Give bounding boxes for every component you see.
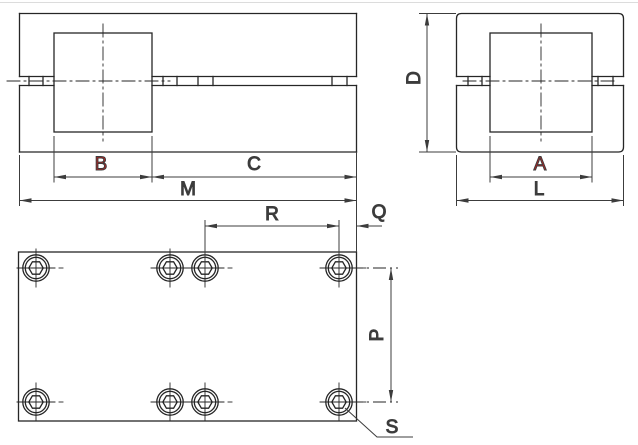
plan-view <box>16 248 367 422</box>
dimension-d: D <box>404 13 456 153</box>
dimension-l: L <box>456 155 624 206</box>
socket-screw <box>16 248 64 288</box>
plate-outline <box>17 251 358 422</box>
dim-label-a: A <box>534 154 547 175</box>
dimension-m: M <box>19 155 357 206</box>
dimension-p: P <box>350 267 398 403</box>
leader-line <box>344 407 413 438</box>
dim-label-r: R <box>265 204 279 225</box>
dimension-a: A <box>489 136 593 183</box>
dimension-q: Q <box>356 202 387 229</box>
dim-label-b: B <box>95 154 108 175</box>
dimension-c: C <box>152 152 357 252</box>
socket-screw <box>16 382 64 422</box>
dim-label-m: M <box>180 179 196 200</box>
dim-label-d: D <box>404 71 425 85</box>
dim-label-p: P <box>367 329 388 342</box>
dim-label-s: S <box>386 417 399 438</box>
socket-screw <box>185 382 233 422</box>
dim-label-q: Q <box>372 202 387 223</box>
side-view <box>455 12 625 153</box>
socket-screw <box>185 248 233 288</box>
dimension-r: R <box>204 204 340 268</box>
front-view <box>6 12 358 153</box>
dimension-b: B <box>53 136 153 183</box>
dim-label-l: L <box>534 179 545 200</box>
dimension-s: S <box>344 407 413 439</box>
dim-label-c: C <box>247 154 261 175</box>
